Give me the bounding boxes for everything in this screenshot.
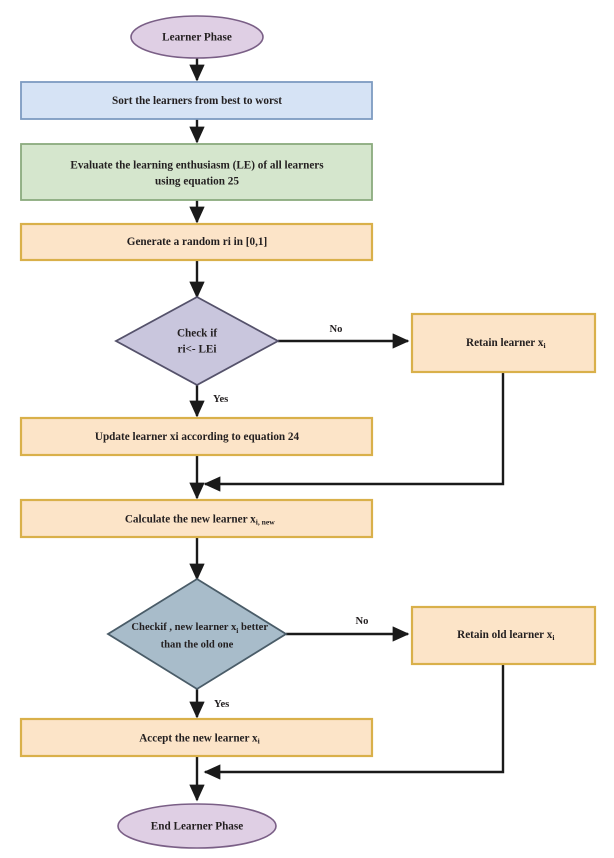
process-accept-new-learner-subscript: i bbox=[258, 736, 260, 745]
decision-check-new-learner-better-shape bbox=[106, 577, 288, 691]
process-sort-learners[interactable]: Sort the learners from best to worst bbox=[20, 81, 373, 120]
start-terminal-shape bbox=[130, 15, 264, 59]
process-calculate-new-learner-text: Calculate the new learner x bbox=[125, 513, 256, 525]
decision2-line1-tail: better bbox=[238, 622, 268, 633]
process-accept-new-learner-shape bbox=[19, 717, 374, 758]
process-calculate-new-learner-shape bbox=[19, 498, 374, 539]
process-generate-random-shape bbox=[19, 222, 374, 262]
process-retain-learner-subscript: i bbox=[543, 341, 545, 350]
process-retain-learner[interactable]: Retain learner xi bbox=[410, 312, 597, 374]
decision-check-ri-le-shape bbox=[114, 295, 280, 387]
end-terminal-shape bbox=[117, 803, 277, 849]
connector-retain1-to-merge bbox=[203, 372, 505, 492]
process-retain-learner-text: Retain learner x bbox=[466, 337, 544, 349]
process-retain-old-learner-label: Retain old learner xi bbox=[432, 629, 574, 644]
edge-label-decision1-no: No bbox=[330, 324, 343, 335]
decision-check-new-learner-better-label-line1: Checkif , new learner xi better bbox=[108, 622, 287, 634]
decision2-line1-main: Checkif , new learner x bbox=[131, 622, 237, 633]
process-retain-learner-shape bbox=[410, 312, 597, 374]
process-accept-new-learner-label: Accept the new learner xi bbox=[115, 732, 280, 747]
start-terminal-label: Learner Phase bbox=[162, 32, 232, 44]
edge-label-layer: No Yes No Yes bbox=[213, 324, 368, 710]
process-evaluate-label-line2: using equation 25 bbox=[155, 176, 239, 188]
decision-check-ri-le-label-line2: ri<- LEi bbox=[177, 344, 216, 356]
process-calculate-new-learner-label: Calculate the new learner xi, new bbox=[100, 513, 295, 528]
decision2-line1-subscript: i bbox=[236, 626, 238, 635]
process-retain-old-learner-shape bbox=[410, 605, 597, 666]
start-terminal[interactable]: Learner Phase bbox=[130, 15, 264, 59]
edge-label-decision2-yes: Yes bbox=[214, 699, 229, 710]
decision-check-ri-le-label-line1: Check if bbox=[177, 328, 217, 340]
connector-retain2-to-merge bbox=[203, 664, 505, 780]
decision-check-new-learner-better-label-line2: than the old one bbox=[161, 639, 234, 650]
process-update-learner-shape bbox=[19, 416, 374, 457]
edge-label-decision2-no: No bbox=[356, 616, 369, 627]
end-terminal[interactable]: End Learner Phase bbox=[117, 803, 277, 849]
process-generate-random[interactable]: Generate a random ri in [0,1] bbox=[19, 222, 374, 262]
process-retain-old-learner[interactable]: Retain old learner xi bbox=[410, 605, 597, 666]
process-calculate-new-learner[interactable]: Calculate the new learner xi, new bbox=[19, 498, 374, 539]
connector-layer bbox=[189, 57, 505, 802]
process-retain-learner-label: Retain learner xi bbox=[441, 337, 565, 352]
process-update-learner[interactable]: Update learner xi according to equation … bbox=[19, 416, 374, 457]
process-retain-old-learner-subscript: i bbox=[552, 633, 554, 642]
process-update-learner-label: Update learner xi according to equation … bbox=[95, 431, 300, 443]
decision-check-new-learner-better[interactable]: Checkif , new learner xi better than the… bbox=[106, 577, 288, 691]
process-sort-learners-label: Sort the learners from best to worst bbox=[112, 95, 282, 107]
process-sort-learners-shape bbox=[20, 81, 373, 120]
process-retain-old-learner-text: Retain old learner x bbox=[457, 629, 553, 641]
process-evaluate-shape bbox=[20, 143, 373, 201]
edge-label-decision1-yes: Yes bbox=[213, 394, 228, 405]
process-evaluate-learning-enthusiasm[interactable]: Evaluate the learning enthusiasm (LE) of… bbox=[20, 143, 373, 201]
process-accept-new-learner-text: Accept the new learner x bbox=[139, 732, 258, 744]
process-evaluate-label-line1: Evaluate the learning enthusiasm (LE) of… bbox=[70, 160, 324, 172]
end-terminal-label: End Learner Phase bbox=[151, 821, 243, 833]
decision-check-ri-le[interactable]: Check if ri<- LEi bbox=[114, 295, 280, 387]
process-calculate-new-learner-subscript: i, new bbox=[256, 517, 276, 526]
process-accept-new-learner[interactable]: Accept the new learner xi bbox=[19, 717, 374, 758]
process-generate-random-label: Generate a random ri in [0,1] bbox=[127, 236, 267, 248]
